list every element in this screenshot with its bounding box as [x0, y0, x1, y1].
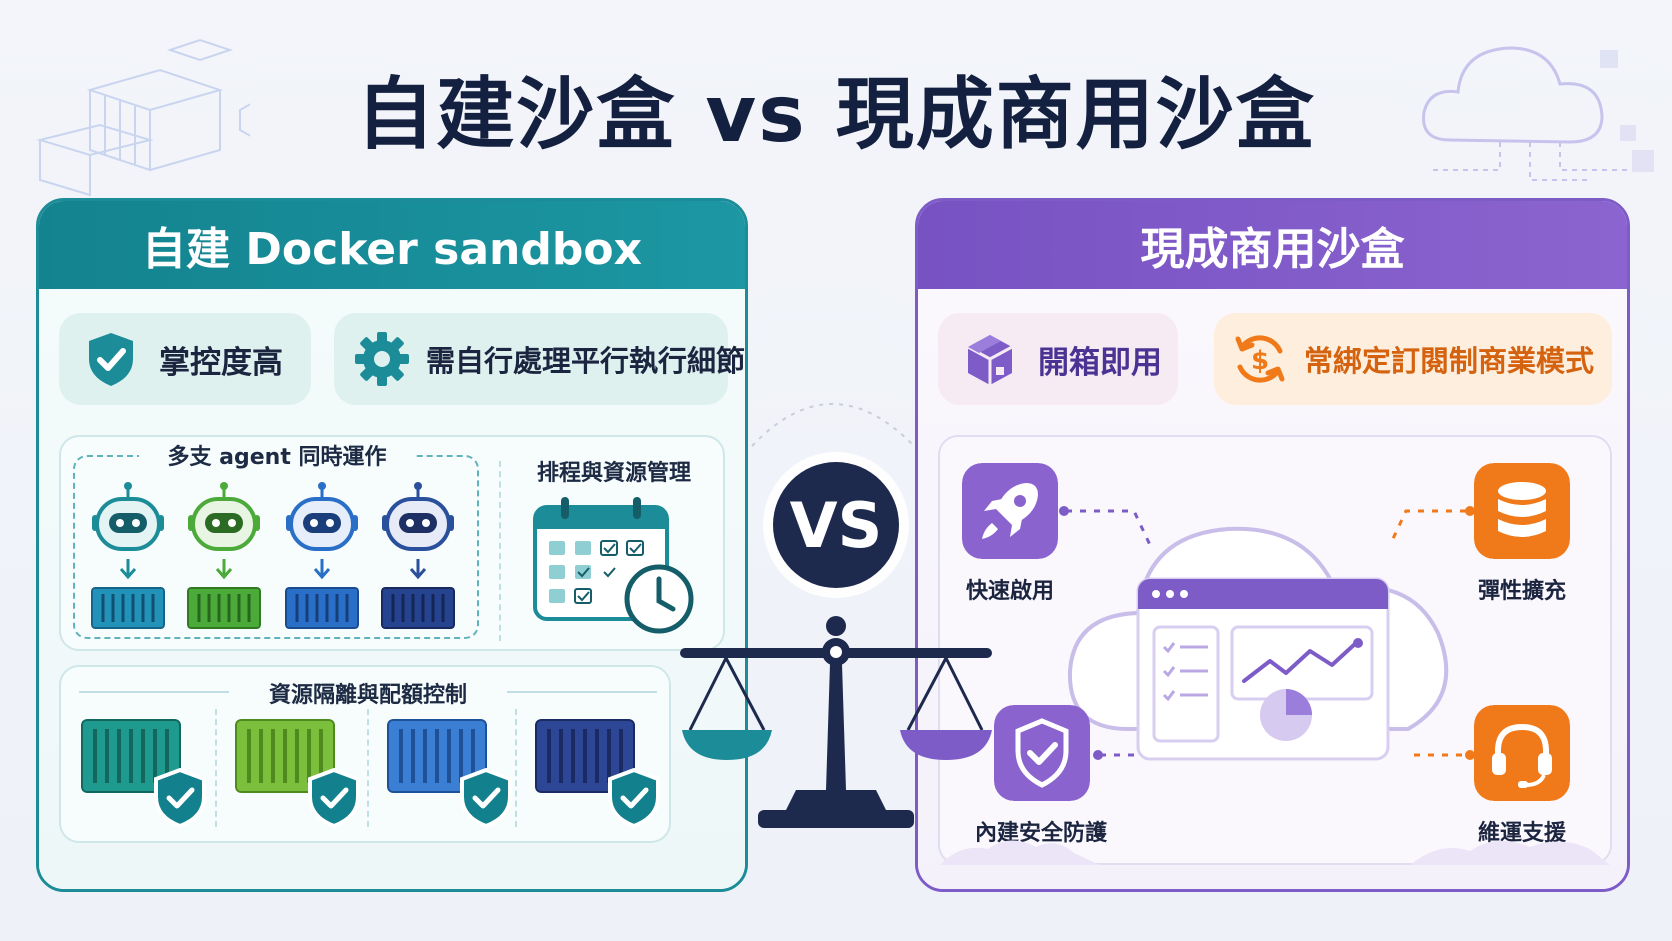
container-icon — [81, 719, 181, 793]
high-control-pill: 掌控度高 — [59, 313, 311, 405]
arrow-down-icon — [313, 559, 331, 580]
container-icon — [91, 587, 165, 629]
bottom-cloud-decoration — [940, 840, 1610, 865]
clock-icon — [624, 564, 694, 634]
out-of-box-label: 開箱即用 — [1038, 344, 1162, 381]
svg-text:$: $ — [1251, 346, 1269, 376]
shield-icon — [994, 705, 1090, 801]
container-divider — [367, 709, 369, 827]
isolation-line-left — [79, 691, 229, 693]
rocket-icon — [962, 463, 1058, 559]
shield-check-icon — [308, 767, 360, 829]
isolation-caption: 資源隔離與配額控制 — [268, 683, 467, 708]
shield-check-icon — [608, 767, 660, 829]
quick-start-label: 快速啟用 — [965, 579, 1054, 604]
isolation-line-right — [507, 691, 657, 693]
headset-icon — [1474, 705, 1570, 801]
center-arc-decoration — [751, 403, 915, 447]
calendar-icon — [533, 497, 694, 634]
shield-check-icon — [154, 767, 206, 829]
dashboard-window-icon — [1136, 577, 1390, 761]
self-built-panel-body: 掌控度高 需自行處理平行執行細節 — [39, 289, 745, 889]
parallel-details-pill: 需自行處理平行執行細節 — [334, 313, 745, 405]
commercial-panel-body: 開箱即用 $ 常綁定訂閱制商業模式 — [918, 289, 1627, 889]
high-control-label: 掌控度高 — [159, 344, 283, 381]
agents-caption: 多支 agent 同時運作 — [139, 439, 415, 471]
built-in-security-label: 內建安全防護 — [974, 821, 1107, 846]
container-icon — [535, 719, 635, 793]
container-icon — [285, 587, 359, 629]
subscription-lockin-label: 常綁定訂閱制商業模式 — [1304, 344, 1595, 378]
robot-icon — [188, 482, 260, 551]
connector-lines — [1059, 506, 1475, 760]
arrow-down-icon — [119, 559, 137, 580]
box-icon — [967, 335, 1013, 385]
main-title: 自建沙盒 vs 現成商用沙盒 — [356, 70, 1316, 160]
dollar-cycle-icon: $ — [1235, 335, 1285, 383]
container-icon — [187, 587, 261, 629]
commercial-panel-header: 現成商用沙盒 — [918, 201, 1627, 289]
parallel-details-label: 需自行處理平行執行細節 — [426, 344, 746, 378]
gear-icon — [355, 332, 409, 386]
vertical-divider — [499, 461, 501, 641]
elastic-scaling-label: 彈性擴充 — [1477, 579, 1566, 604]
container-divider — [515, 709, 517, 827]
database-icon — [1474, 463, 1570, 559]
robot-icon — [382, 482, 454, 551]
subscription-lockin-pill: $ 常綁定訂閱制商業模式 — [1214, 313, 1612, 405]
container-icon — [381, 587, 455, 629]
shield-check-icon — [89, 333, 133, 386]
container-divider — [215, 709, 217, 827]
schedule-caption: 排程與資源管理 — [536, 461, 691, 486]
cloud-decoration — [1422, 46, 1654, 181]
vs-badge: VS — [773, 462, 899, 588]
scale-icon — [680, 616, 992, 828]
commercial-panel: 現成商用沙盒 開箱即用 $ 常綁定訂閱制商業模式 — [915, 198, 1630, 892]
robot-icon — [92, 482, 164, 551]
arrow-down-icon — [215, 559, 233, 580]
out-of-box-pill: 開箱即用 — [938, 313, 1178, 405]
container-sketch-decoration — [36, 38, 250, 197]
arrow-down-icon — [409, 559, 427, 580]
self-built-panel-header: 自建 Docker sandbox — [39, 201, 745, 289]
self-built-panel: 自建 Docker sandbox 掌控度高 — [36, 198, 748, 892]
robot-icon — [286, 482, 358, 551]
shield-check-icon — [460, 767, 512, 829]
